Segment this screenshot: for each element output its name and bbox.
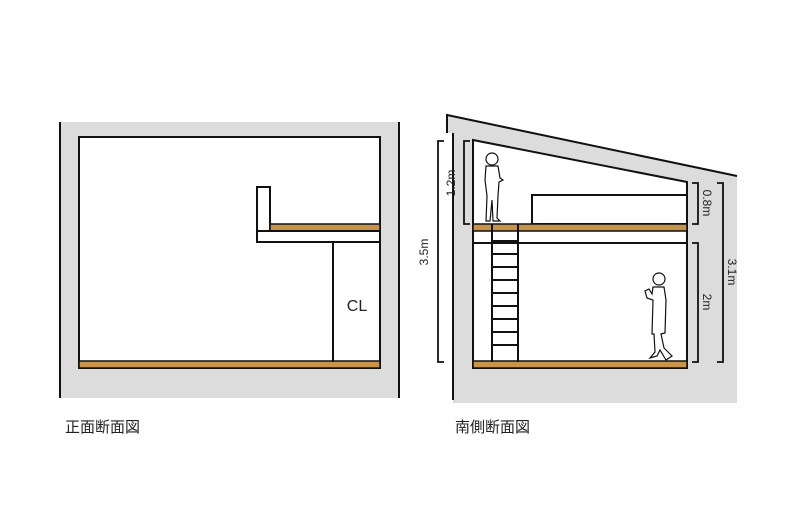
dim-3.5m-bracket xyxy=(437,140,444,363)
dim-total-left-label: 3.5m xyxy=(417,239,431,266)
dim-total-right-label: 3.1m xyxy=(725,259,739,286)
person-on-loft-icon xyxy=(484,152,505,222)
dim-3.1m-bracket xyxy=(717,182,724,363)
dim-lower-label: 2m xyxy=(700,294,714,311)
dim-1.2m-bracket xyxy=(463,140,470,225)
south-section-drawing: 3.5m 1.2m 0.8m 2m 3.1m xyxy=(417,113,739,403)
dim-loft-right-label: 0.8m xyxy=(700,190,714,217)
loft-storage xyxy=(531,194,688,225)
front-room-interior xyxy=(78,136,381,369)
dimension-brackets xyxy=(437,140,724,363)
south-floor xyxy=(472,360,688,369)
south-section-caption: 南側断面図 xyxy=(455,418,531,436)
dim-loft-label: 1.2m xyxy=(444,170,458,197)
loft-railing xyxy=(256,186,271,232)
person-standing-icon xyxy=(644,272,673,361)
dim-0.8m-bracket xyxy=(692,182,699,225)
south-loft-floor xyxy=(472,223,688,232)
roof-line xyxy=(446,113,738,177)
ladder xyxy=(491,224,519,362)
front-section-drawing: CL xyxy=(59,122,400,398)
loft-beam xyxy=(256,230,381,243)
front-section-caption: 正面断面図 xyxy=(65,418,141,436)
loft-floor xyxy=(269,223,381,232)
dim-2m-bracket xyxy=(692,242,699,363)
closet-label: CL xyxy=(347,298,368,315)
front-floor xyxy=(78,360,381,369)
